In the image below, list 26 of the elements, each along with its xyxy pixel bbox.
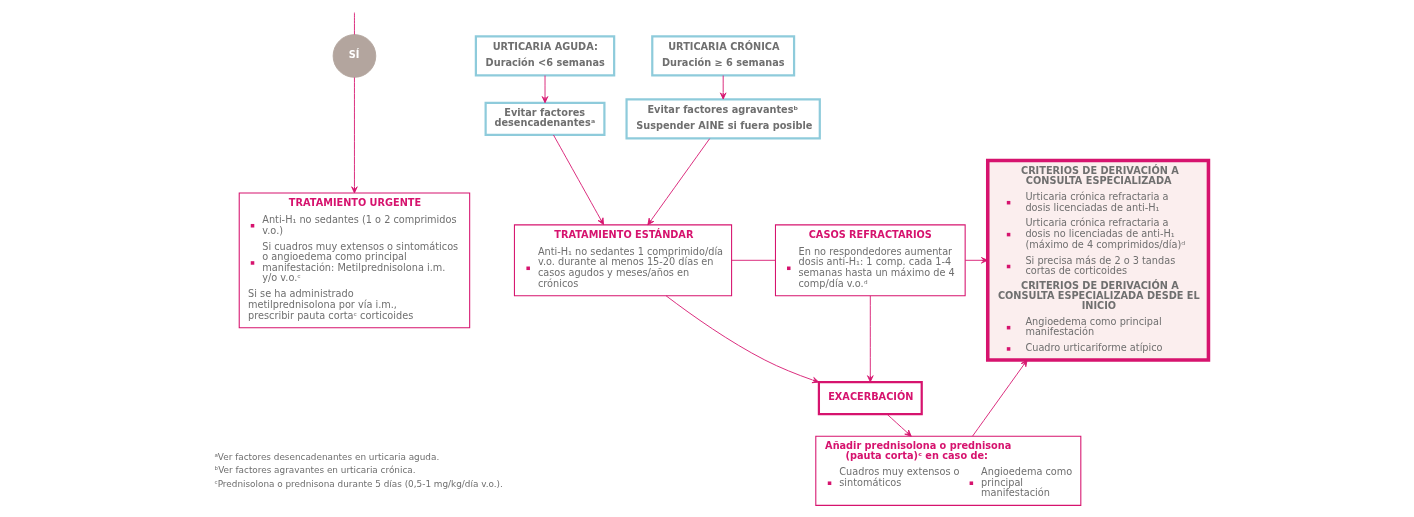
arrow [351,76,358,194]
label: ᵇVer factores agravantes en urticaria crónica. [214,465,416,476]
connector [731,259,776,261]
arrow [553,134,604,226]
label: ᵃVer factores desencadenantes en urticaria aguda. [214,452,440,463]
arrow [719,75,727,100]
node-box: CASOS REFRACTARIOS En no respondedores aumentar dosis anti-H₁: 1 comp. cada 1-4 semanas hasta un máximo de 4 comp/día v.o.ᵈ [774,224,966,297]
arrow [541,75,549,104]
node-box: Añadir prednisolona o prednisona (pauta corta)ᶜ en caso de: Cuadros muy extensos o sintomáticos Angioedema como principal manifestación [815,435,1082,506]
node-box: EXACERBACIÓN [817,381,923,416]
arrow [964,257,989,264]
node-circle: SÍ [332,34,377,78]
node-box: URTICARIA AGUDA: Duración <6 semanas [474,35,616,77]
node-box: TRATAMIENTO URGENTE Anti-H₁ no sedantes (1 o 2 comprimidos v.o.) Si cuadros muy extensos o sintomáticos o angioedema como principal manifestación: Metilprednisolona i.m. y/o v.o.ᶜ Si se ha administrado metilprednisolona por vía i.m., prescribir pauta cortaᶜ corticoides [238,192,471,329]
arrow [665,295,820,384]
arrow [886,413,912,437]
arrow [972,359,1028,437]
node-box: CRITERIOS DE DERIVACIÓN A CONSULTA ESPECIALIZADA Urticaria crónica refractaria a dosis licenciadas de anti-H₁ Urticaria crónica refractaria a dosis no licenciadas de anti-H₁ (máximo de 4 comprimidos/día)ᵈ Si precisa más de 2 o 3 tandas cortas de corticoides CRITERIOS DE DERIVACIÓN A CONSULTA ESPECIALIZADA DESDE EL INICIO Angioedema como principal manifestación Cuadro urticariforme atípico [985,158,1211,362]
node-box: Evitar factores desencadenantesᵃ [484,101,606,136]
arrow [867,295,874,383]
node-box: URTICARIA CRÓNICA Duración ≥ 6 semanas [651,35,796,77]
node-box: Evitar factores agravantesᵇ Suspender AINE si fuera posible [625,98,821,140]
node-box: TRATAMIENTO ESTÁNDAR Anti-H₁ no sedantes 1 comprimido/día v.o. durante al menos 15-20 días en casos agudos y meses/años en crónicos [513,224,733,297]
connector [354,12,355,35]
arrow [647,138,711,226]
label: ᶜPrednisolona o prednisona durante 5 días (0,5-1 mg/kg/día v.o.). [214,478,503,489]
